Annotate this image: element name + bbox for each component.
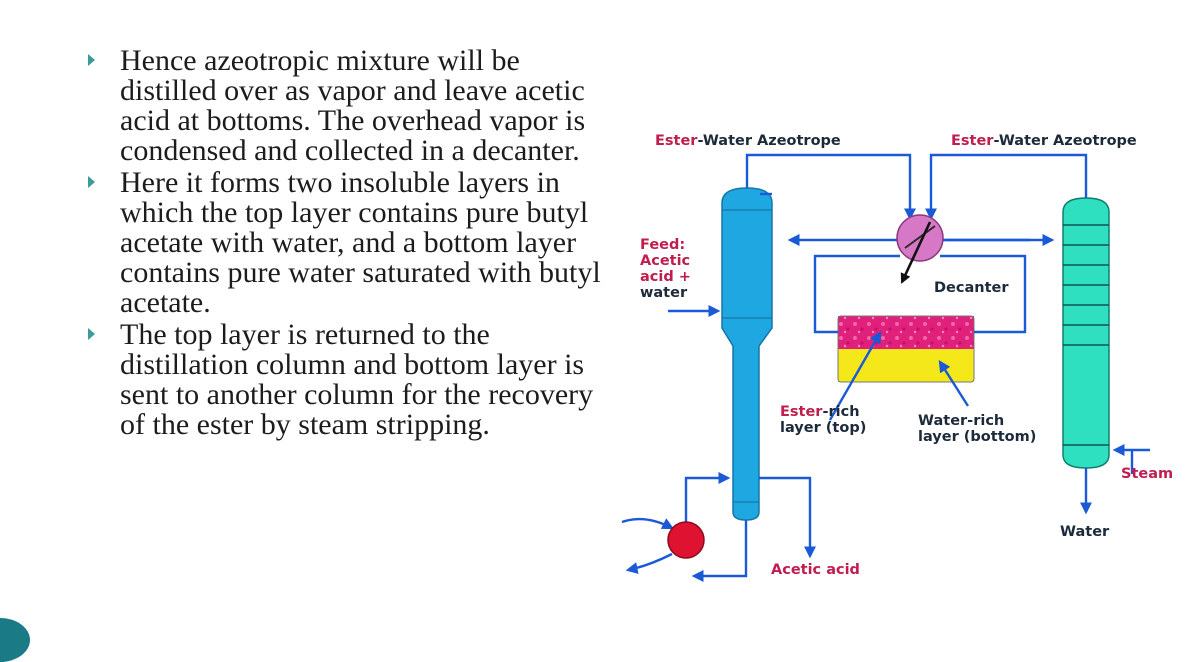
svg-text:water: water (640, 285, 688, 301)
svg-text:acid +: acid + (640, 269, 691, 285)
process-diagram: Ester-Water Azeotrope Ester-Water Azeotr… (621, 133, 1173, 582)
svg-text:Acetic: Acetic (640, 253, 690, 269)
svg-text:layer (top): layer (top) (780, 420, 866, 436)
svg-text:layer (bottom): layer (bottom) (918, 429, 1036, 445)
bullet-arrow-icon (88, 54, 95, 66)
slide: Hence azeotropic mixture will be distill… (0, 46, 1173, 662)
acetic-acid-label: Acetic acid (771, 562, 860, 578)
svg-text:Feed:: Feed: (640, 237, 685, 253)
stripping-column (1062, 197, 1110, 469)
condenser (896, 214, 944, 284)
svg-text:Water-rich: Water-rich (918, 413, 1004, 429)
water-out-label: Water (1060, 524, 1110, 540)
bullet-text: Here it forms two insoluble layers in wh… (120, 166, 601, 319)
water-layer-label: Water-rich layer (bottom) (918, 413, 1036, 445)
ester-layer-label: Ester-rich layer (top) (780, 404, 866, 436)
steam-label: Steam (1121, 466, 1173, 482)
bullet-item: Here it forms two insoluble layers in wh… (88, 168, 618, 318)
azeotrope-label-right: Ester-Water Azeotrope (951, 133, 1137, 149)
bullet-arrow-icon (88, 176, 95, 188)
bullet-text: Hence azeotropic mixture will be distill… (120, 44, 586, 167)
reboiler (667, 521, 705, 559)
decanter-vessel (837, 315, 975, 383)
bullet-item: Hence azeotropic mixture will be distill… (88, 46, 618, 166)
bullet-list: Hence azeotropic mixture will be distill… (88, 46, 618, 442)
svg-text:Ester-rich: Ester-rich (780, 404, 860, 420)
corner-decoration (0, 618, 30, 662)
azeotrope-label-left: Ester-Water Azeotrope (655, 133, 841, 149)
decanter-label: Decanter (934, 280, 1009, 296)
feed-label: Feed: Acetic acid + water (640, 237, 691, 301)
distillation-column (721, 187, 773, 521)
bullet-item: The top layer is returned to the distill… (88, 320, 618, 440)
bullet-text: The top layer is returned to the distill… (120, 318, 594, 441)
bullet-arrow-icon (88, 328, 95, 340)
